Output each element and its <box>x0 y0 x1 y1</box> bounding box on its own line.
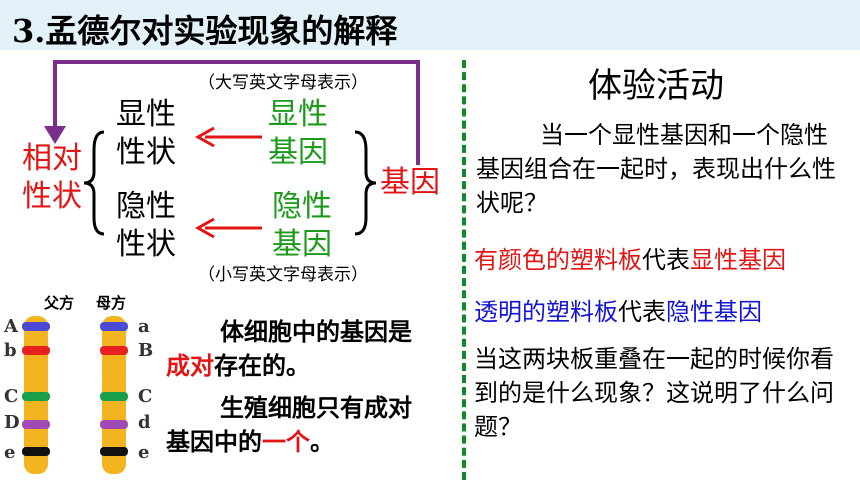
page-title: 3.孟德尔对实验现象的解释 <box>12 12 398 50</box>
mother-label: 母方 <box>96 294 127 312</box>
germ-text-line1: 生殖细胞只有成对 <box>220 394 412 422</box>
relative-trait-line1: 相对 <box>22 141 82 176</box>
activity-heading: 体验活动 <box>588 66 724 106</box>
colored-board-mid: 代表 <box>642 246 690 274</box>
clear-board-line: 透明的塑料板代表隐性基因 <box>474 292 762 327</box>
arrow-dominant-head <box>194 126 215 148</box>
dominant-trait-line2: 性状 <box>116 135 176 170</box>
dominant-gene-text: 显性基因 <box>690 246 786 274</box>
father-label: 父方 <box>44 294 75 312</box>
germ-text-post: 。 <box>310 428 334 456</box>
dominant-gene-line1: 显性 <box>268 97 328 132</box>
father-allele: b <box>4 340 17 361</box>
recessive-trait-line2: 性状 <box>116 227 176 262</box>
chromosome-father <box>22 316 50 474</box>
recessive-gene-label: 隐性 基因 <box>272 188 332 264</box>
one-highlight: 一个 <box>262 428 310 456</box>
paired-highlight: 成对 <box>166 352 214 380</box>
mother-allele: a <box>138 316 150 337</box>
father-allele: e <box>4 442 16 463</box>
right-brace <box>354 130 377 236</box>
father-allele: C <box>4 386 19 407</box>
colored-board-text: 有颜色的塑料板 <box>474 246 642 274</box>
mother-allele: C <box>138 386 153 407</box>
somatic-text-rest: 存在的。 <box>214 352 310 380</box>
gene-label: 基因 <box>380 165 440 200</box>
relative-trait-label: 相对 性状 <box>22 140 82 216</box>
note-lowercase: （小写英文字母表示） <box>198 265 368 285</box>
germ-text-pre: 基因中的 <box>166 428 262 456</box>
section-divider <box>462 60 466 480</box>
recessive-gene-line1: 隐性 <box>272 189 332 224</box>
recessive-gene-line2: 基因 <box>272 227 332 262</box>
mother-allele: e <box>138 442 150 463</box>
feedback-arrowhead <box>44 126 66 144</box>
clear-board-text: 透明的塑料板 <box>474 298 618 326</box>
recessive-trait-label: 隐性 性状 <box>116 188 176 264</box>
arrow-recessive-head <box>194 217 215 239</box>
left-brace <box>83 130 105 236</box>
father-allele: D <box>4 412 20 433</box>
final-question: 当这两块板重叠在一起的时候你看到的是什么现象？这说明了什么问题？ <box>474 345 834 441</box>
somatic-text-line2: 成对存在的。 <box>166 346 310 381</box>
dominant-gene-line2: 基因 <box>268 135 328 170</box>
activity-question: 当一个显性基因和一个隐性基因组合在一起时，表现出什么性状呢？ <box>476 121 836 217</box>
clear-board-mid: 代表 <box>618 298 666 326</box>
dominant-trait-line1: 显性 <box>116 97 176 132</box>
relative-trait-line2: 性状 <box>22 179 82 214</box>
father-allele: A <box>4 316 18 337</box>
mother-allele: B <box>138 340 154 361</box>
dominant-gene-label: 显性 基因 <box>268 96 328 172</box>
recessive-gene-text: 隐性基因 <box>666 298 762 326</box>
dominant-trait-label: 显性 性状 <box>116 96 176 172</box>
mother-allele: d <box>138 412 151 433</box>
recessive-trait-line1: 隐性 <box>116 189 176 224</box>
colored-board-line: 有颜色的塑料板代表显性基因 <box>474 240 786 275</box>
chromosome-mother <box>100 316 128 474</box>
somatic-text-line1: 体细胞中的基因是 <box>220 318 412 346</box>
note-uppercase: （大写英文字母表示） <box>198 73 368 93</box>
title-bar <box>0 0 860 50</box>
feedback-line <box>53 60 420 165</box>
germ-text-line2: 基因中的一个。 <box>166 422 334 457</box>
